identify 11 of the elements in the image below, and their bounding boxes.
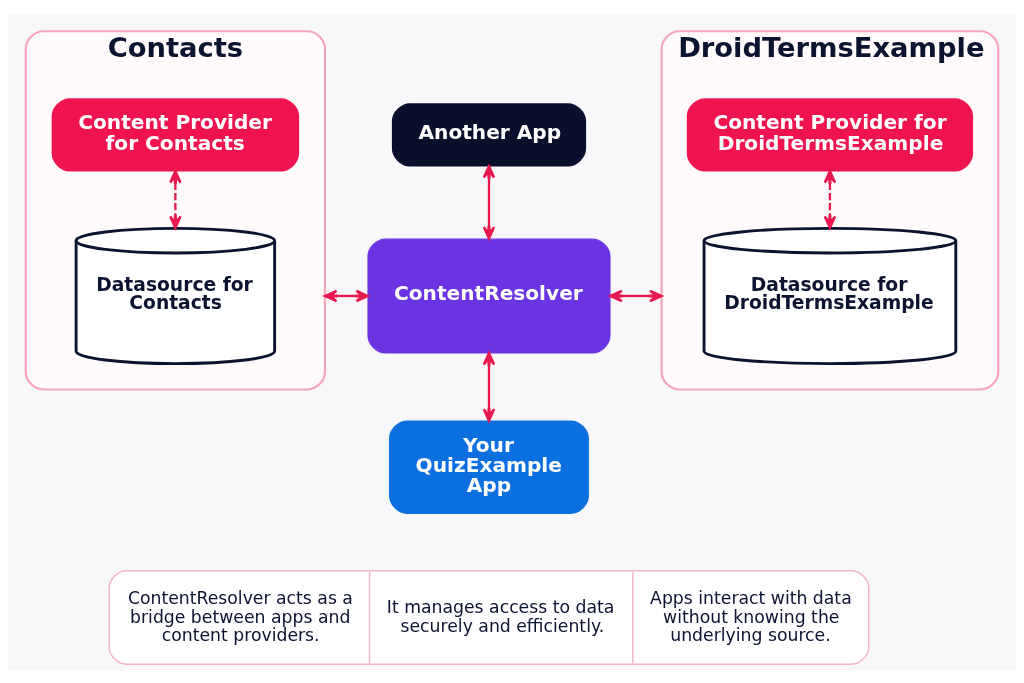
node-box: Content Provider for Contacts [51,97,300,172]
node-box: Content Provider for DroidTermsExample [686,97,974,172]
node-box: ContentResolver [367,237,611,353]
node-box: Your QuizExample App [389,419,589,514]
arrow [609,289,663,302]
arrow [482,351,496,422]
arrow [169,169,182,229]
node-box: Another App [391,102,587,166]
arrow [323,289,370,302]
arrow [823,169,837,229]
arrow [482,164,496,240]
